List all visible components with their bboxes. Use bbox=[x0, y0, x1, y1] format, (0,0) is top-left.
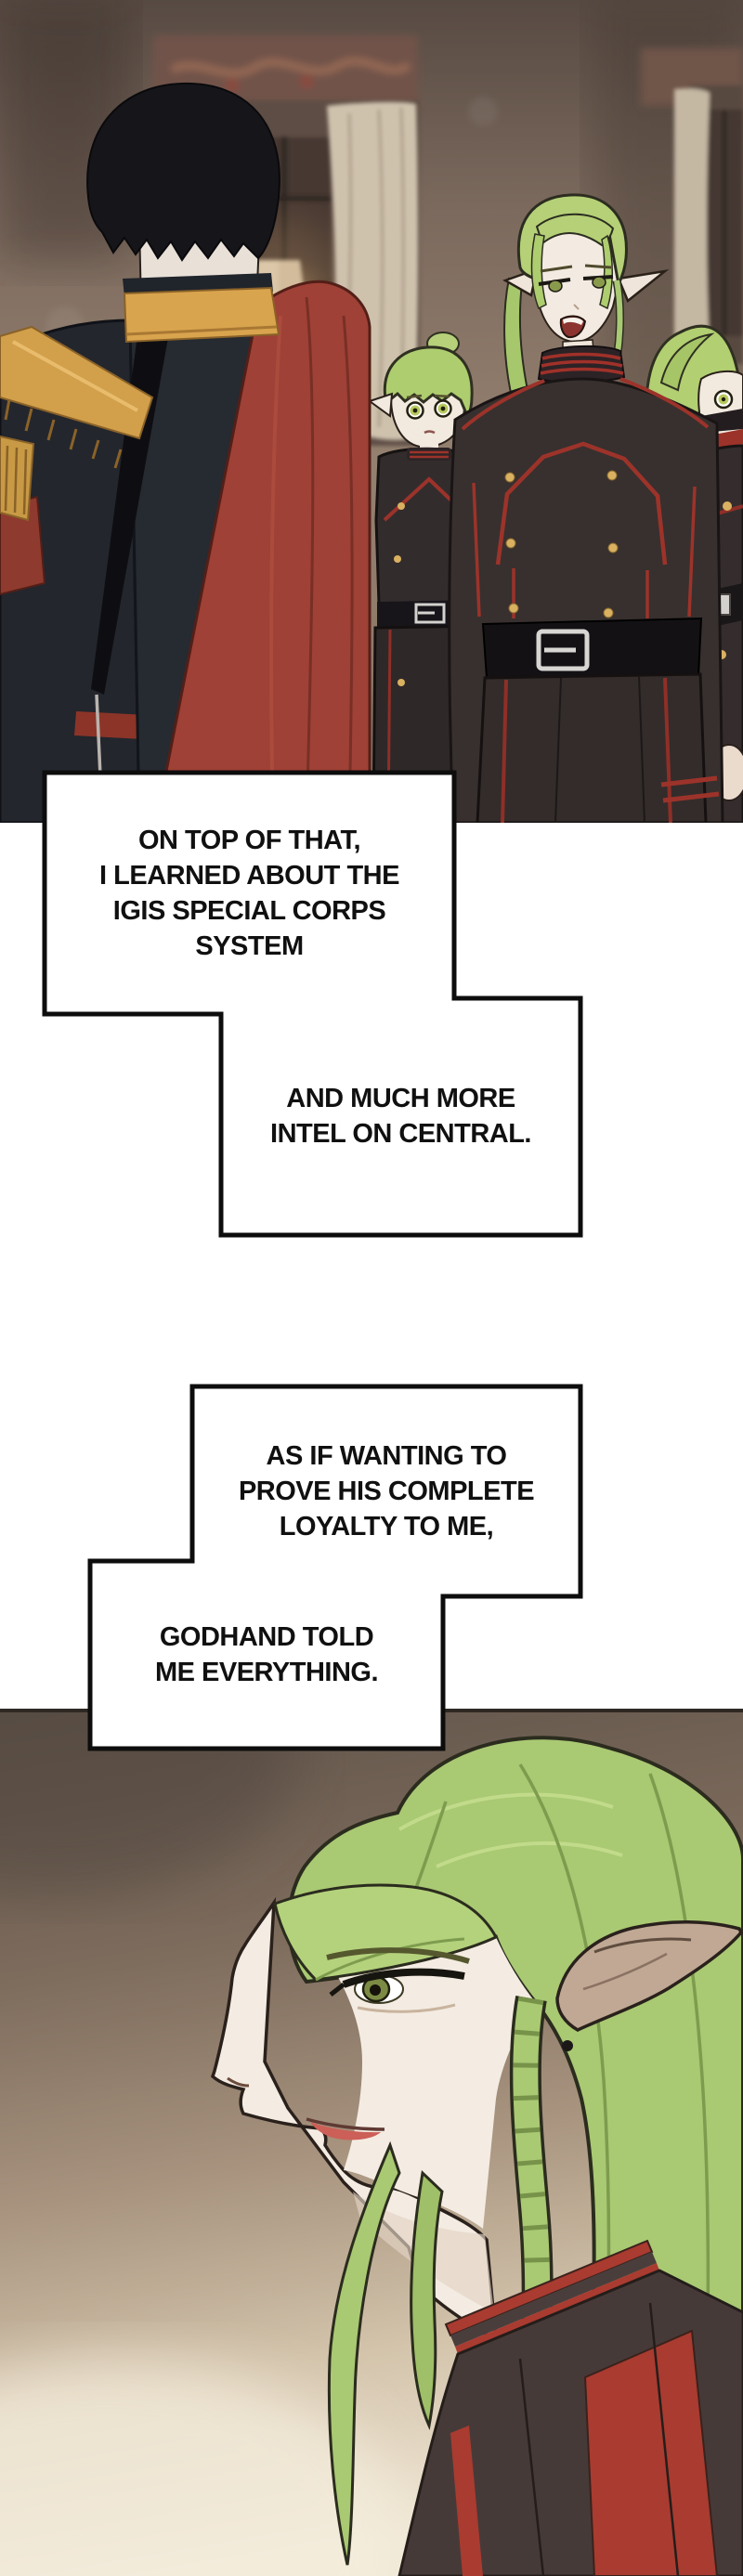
belt-buckle bbox=[536, 629, 590, 671]
narration-line: I LEARNED ABOUT THE bbox=[99, 861, 399, 891]
elf-commander bbox=[448, 193, 724, 823]
elf-lip-line bbox=[306, 2117, 385, 2131]
narration-line: ME EVERYTHING. bbox=[154, 1658, 379, 1687]
elf-center-mouth bbox=[424, 430, 436, 435]
elf-commander-eyes bbox=[538, 264, 614, 293]
elf-right-bangs bbox=[659, 332, 715, 392]
elf-eye bbox=[329, 1968, 465, 2013]
man-hair bbox=[86, 82, 280, 262]
elf-center-ear bbox=[367, 392, 394, 418]
narration-line: IGIS SPECIAL CORPS bbox=[112, 896, 386, 926]
face-fill bbox=[274, 1903, 537, 2229]
narration-line: PROVE HIS COMPLETE bbox=[238, 1477, 535, 1506]
elf-center-hair bbox=[383, 345, 474, 423]
narration-box-2: AND MUCH MORE INTEL ON CENTRAL. bbox=[221, 996, 580, 1235]
collar-red-panel bbox=[583, 2329, 719, 2576]
elf-nostril bbox=[227, 2076, 250, 2088]
man-shoulder-strap bbox=[91, 306, 173, 695]
hair-highlights bbox=[398, 1792, 623, 1868]
elf-commander-belt bbox=[481, 617, 703, 680]
man-back-figure bbox=[0, 82, 372, 823]
hair-lock-thin bbox=[410, 2169, 444, 2430]
narration-line: ON TOP OF THAT, bbox=[137, 826, 361, 855]
sleeve-cuff-stripes bbox=[660, 775, 720, 803]
narration-line: AS IF WANTING TO bbox=[266, 1441, 507, 1471]
elf-commander-ear-right bbox=[617, 269, 670, 304]
elf-center-eyes bbox=[406, 394, 452, 420]
narration-box-4: GODHAND TOLD ME EVERYTHING. bbox=[90, 1561, 443, 1749]
epaulette-fringe bbox=[4, 398, 123, 469]
window-right bbox=[674, 85, 743, 364]
narration-line: INTEL ON CENTRAL. bbox=[270, 1118, 531, 1149]
elf-lower-lip bbox=[310, 2122, 381, 2140]
panel-closeup-bottom bbox=[0, 1709, 743, 2576]
narration-line: SYSTEM bbox=[195, 931, 304, 961]
elf-pointed-ear bbox=[555, 1919, 743, 2051]
elf-eyebrow bbox=[326, 1947, 470, 1964]
hair-lock-front bbox=[327, 2140, 401, 2566]
elf-earring bbox=[562, 2040, 573, 2051]
narration-line: GODHAND TOLD bbox=[159, 1622, 374, 1652]
panel-scene-top bbox=[0, 0, 743, 823]
narration-line: LOYALTY TO ME, bbox=[279, 1512, 494, 1542]
narration-line: AND MUCH MORE bbox=[286, 1083, 515, 1113]
collar-red-stripe bbox=[450, 2426, 483, 2576]
strap-zipper bbox=[95, 694, 102, 777]
uniform-collar-closeup bbox=[398, 2239, 743, 2576]
narration-box-1: ON TOP OF THAT, I LEARNED ABOUT THE IGIS… bbox=[45, 773, 454, 1014]
man-cape bbox=[154, 280, 372, 823]
uniform-chevron-piping bbox=[495, 441, 668, 566]
narration-box-3: AS IF WANTING TO PROVE HIS COMPLETE LOYA… bbox=[192, 1386, 580, 1596]
